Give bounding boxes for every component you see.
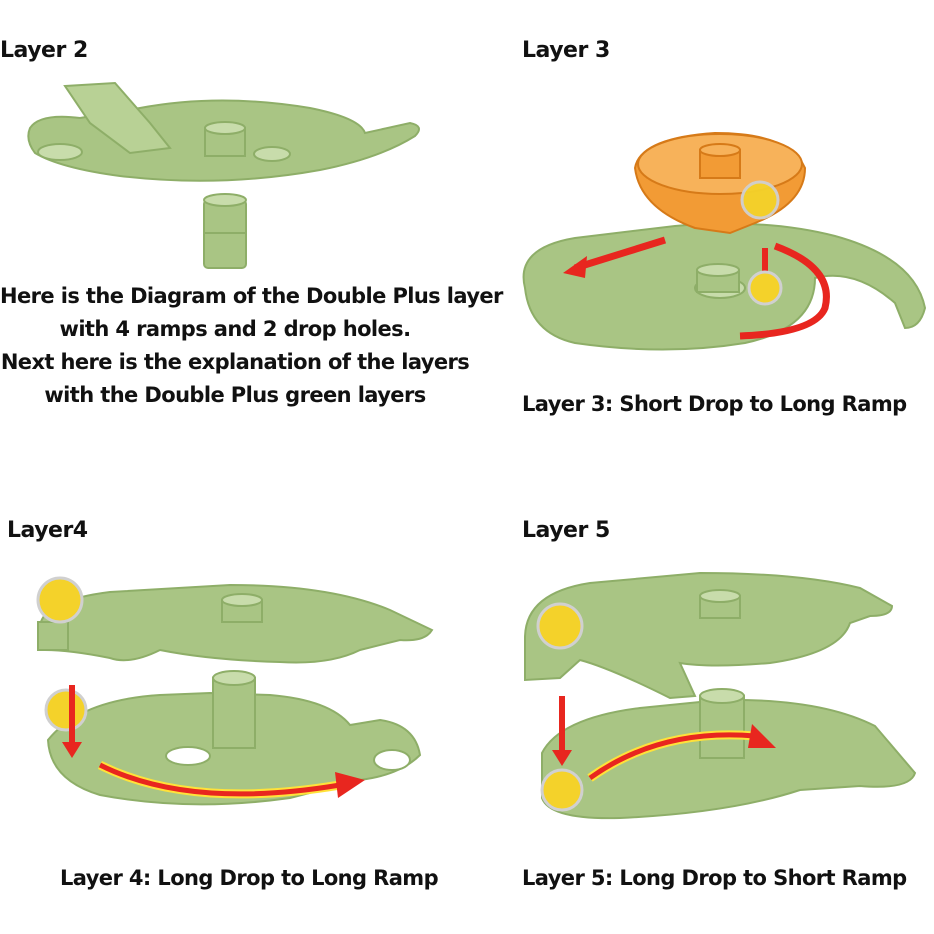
layer4-ball-mid xyxy=(44,688,88,732)
layer2-description: Here is the Diagram of the Double Plus l… xyxy=(0,280,503,412)
layer5-ball-bottom xyxy=(540,768,584,812)
layer4-drop-hole-left xyxy=(165,746,211,766)
layer3-ball-top xyxy=(740,180,780,220)
layer2-illustration xyxy=(27,81,420,269)
layer5-illustration xyxy=(524,571,917,820)
layer4-drop-hole-right xyxy=(373,749,411,771)
layer2-cup-right xyxy=(253,146,291,162)
layer3-ramp-arrow xyxy=(739,242,830,340)
layer3-caption: Layer 3: Short Drop to Long Ramp xyxy=(522,392,907,416)
description-line-3: Next here is the explanation of the laye… xyxy=(0,350,470,374)
layer3-ball-bottom xyxy=(747,270,783,306)
layer3-heading: Layer 3 xyxy=(522,38,610,63)
layer2-cup-left xyxy=(37,143,83,161)
layer5-caption: Layer 5: Long Drop to Short Ramp xyxy=(522,866,907,890)
layer5-heading: Layer 5 xyxy=(522,518,610,543)
layer4-upper-tray xyxy=(38,583,434,664)
description-line-2: with 4 ramps and 2 drop holes. xyxy=(59,317,412,341)
layer5-upper-tray xyxy=(524,571,894,700)
description-line-1: Here is the Diagram of the Double Plus l… xyxy=(0,284,503,308)
layer4-heading: Layer4 xyxy=(7,518,88,543)
layer4-ball-top xyxy=(36,576,84,624)
layer5-lower-tray xyxy=(541,698,917,820)
layer4-illustration xyxy=(36,576,434,806)
description-line-4: with the Double Plus green layers xyxy=(44,383,426,407)
layer3-illustration xyxy=(522,131,927,351)
layer2-ramp xyxy=(63,81,172,155)
layer4-caption: Layer 4: Long Drop to Long Ramp xyxy=(60,866,439,890)
layer5-ball-top xyxy=(536,602,584,650)
layer2-heading: Layer 2 xyxy=(0,38,88,63)
